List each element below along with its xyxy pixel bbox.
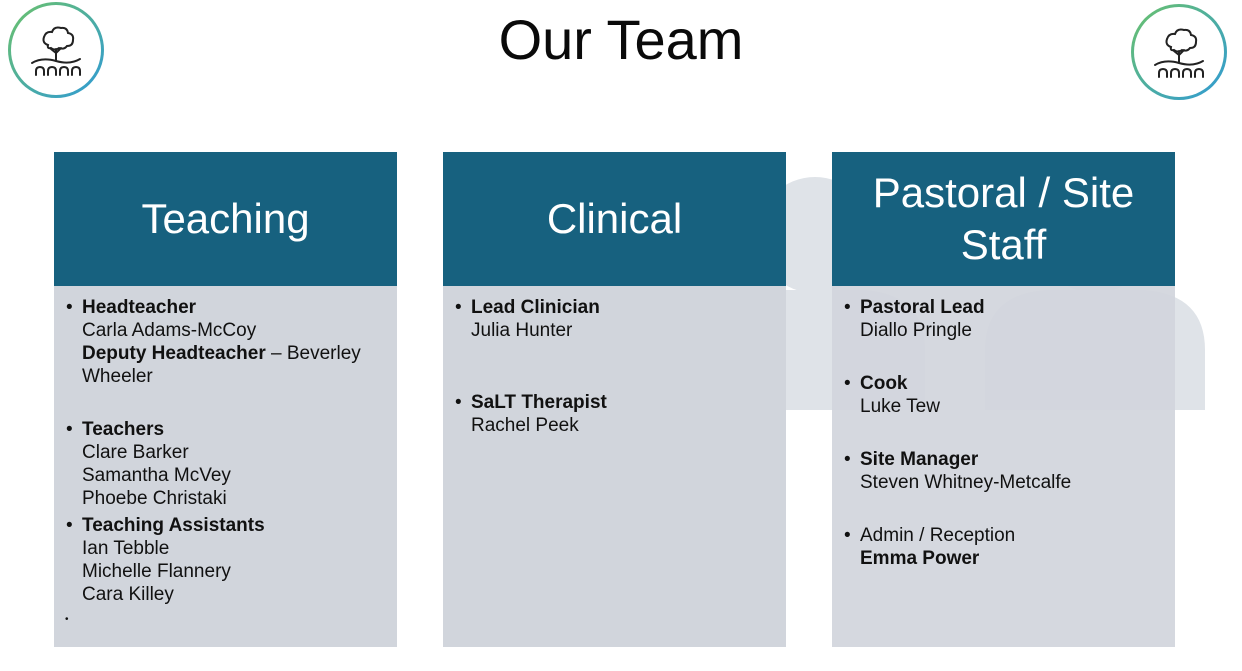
- clinical-column: Clinical • Lead Clinician Julia Hunter •…: [443, 152, 786, 647]
- list-item: • Lead Clinician Julia Hunter: [453, 296, 776, 342]
- role-label: Cook: [860, 373, 908, 394]
- staff-name: Clare Barker: [82, 442, 189, 463]
- trailing-bullet: •: [65, 614, 69, 625]
- list-item: • SaLT Therapist Rachel Peek: [453, 391, 776, 437]
- column-heading: Pastoral / Site Staff: [832, 152, 1175, 286]
- staff-name: – Beverley: [265, 343, 361, 364]
- role-label: Teachers: [82, 419, 165, 440]
- bullet: •: [455, 297, 462, 318]
- column-body: • Pastoral Lead Diallo Pringle • Cook Lu…: [832, 286, 1175, 570]
- role-label: Admin / Reception: [860, 525, 1016, 546]
- staff-name: Michelle Flannery: [82, 561, 231, 582]
- list-item: • Headteacher Carla Adams-McCoy Deputy H…: [64, 296, 387, 388]
- column-heading: Clinical: [443, 152, 786, 286]
- role-label: Teaching Assistants: [82, 515, 265, 536]
- school-logo-left: [8, 2, 104, 98]
- staff-name: Samantha McVey: [82, 465, 231, 486]
- staff-name: Steven Whitney-Metcalfe: [860, 472, 1072, 493]
- deputy-line: Deputy Headteacher – Beverley: [82, 342, 387, 365]
- bullet: •: [844, 373, 851, 394]
- staff-name: Wheeler: [82, 366, 153, 387]
- column-heading: Teaching: [54, 152, 397, 286]
- bullet: •: [844, 297, 851, 318]
- bullet: •: [66, 419, 73, 440]
- staff-name: Ian Tebble: [82, 538, 170, 559]
- staff-name: Emma Power: [860, 548, 980, 569]
- list-item: • Admin / Reception Emma Power: [842, 524, 1165, 570]
- role-label: Pastoral Lead: [860, 297, 985, 318]
- page-title: Our Team: [498, 8, 744, 71]
- staff-name: Luke Tew: [860, 396, 940, 417]
- role-label: Deputy Headteacher: [82, 343, 266, 364]
- list-item: • Site Manager Steven Whitney-Metcalfe: [842, 448, 1165, 494]
- column-body: • Lead Clinician Julia Hunter • SaLT The…: [443, 286, 786, 437]
- role-label: Lead Clinician: [471, 297, 600, 318]
- list-item: • Teachers Clare Barker Samantha McVey P…: [64, 418, 387, 510]
- staff-name: Phoebe Christaki: [82, 488, 227, 509]
- role-label: Headteacher: [82, 297, 197, 318]
- staff-name: Julia Hunter: [471, 320, 573, 341]
- list-item: • Teaching Assistants Ian Tebble Michell…: [64, 514, 387, 606]
- list-item: • Pastoral Lead Diallo Pringle: [842, 296, 1165, 342]
- school-logo-right: [1131, 4, 1227, 100]
- staff-name: Diallo Pringle: [860, 320, 972, 341]
- bullet: •: [844, 525, 851, 546]
- bullet: •: [455, 392, 462, 413]
- bullet: •: [66, 515, 73, 536]
- tree-bridge-logo-icon: [31, 26, 81, 76]
- staff-name: Rachel Peek: [471, 415, 579, 436]
- staff-name: Carla Adams-McCoy: [82, 320, 257, 341]
- bullet: •: [844, 449, 851, 470]
- role-label: Site Manager: [860, 449, 979, 470]
- bullet: •: [66, 297, 73, 318]
- tree-bridge-logo-icon: [1154, 28, 1204, 78]
- staff-name: Cara Killey: [82, 584, 174, 605]
- pastoral-site-staff-column: Pastoral / Site Staff • Pastoral Lead Di…: [832, 152, 1175, 647]
- column-body: • Headteacher Carla Adams-McCoy Deputy H…: [54, 286, 397, 625]
- teaching-column: Teaching • Headteacher Carla Adams-McCoy…: [54, 152, 397, 647]
- role-label: SaLT Therapist: [471, 392, 607, 413]
- list-item: • Cook Luke Tew: [842, 372, 1165, 418]
